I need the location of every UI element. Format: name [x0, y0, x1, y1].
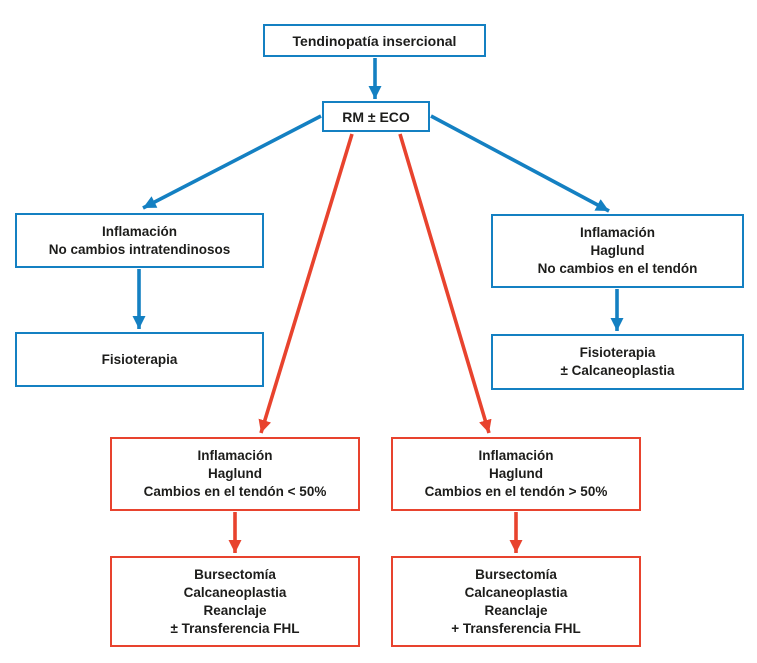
node-fisioterapia-calcaneoplastia: Fisioterapia ± Calcaneoplastia — [491, 334, 744, 390]
node-rm-eco: RM ± ECO — [322, 101, 430, 132]
arrow-decision-to-left-condition — [142, 114, 322, 210]
arrow-decision-to-mid-right-condition — [398, 133, 492, 434]
node-fisioterapia: Fisioterapia — [15, 332, 264, 387]
arrow-decision-to-mid-left-condition — [258, 133, 354, 434]
node-inflamacion-haglund-no-cambios-tendon: Inflamación Haglund No cambios en el ten… — [491, 214, 744, 288]
arrow-decision-to-right-condition — [430, 114, 610, 213]
node-bursectomia-transferencia-fhl-opcional: Bursectomía Calcaneoplastia Reanclaje ± … — [110, 556, 360, 647]
node-bursectomia-transferencia-fhl: Bursectomía Calcaneoplastia Reanclaje + … — [391, 556, 641, 647]
node-inflamacion-haglund-cambios-tendon-menor-50: Inflamación Haglund Cambios en el tendón… — [110, 437, 360, 511]
node-inflamacion-haglund-cambios-tendon-mayor-50: Inflamación Haglund Cambios en el tendón… — [391, 437, 641, 511]
node-inflamacion-no-cambios-intratendinosos: Inflamación No cambios intratendinosos — [15, 213, 264, 268]
node-tendinopatia-insercional: Tendinopatía insercional — [263, 24, 486, 57]
